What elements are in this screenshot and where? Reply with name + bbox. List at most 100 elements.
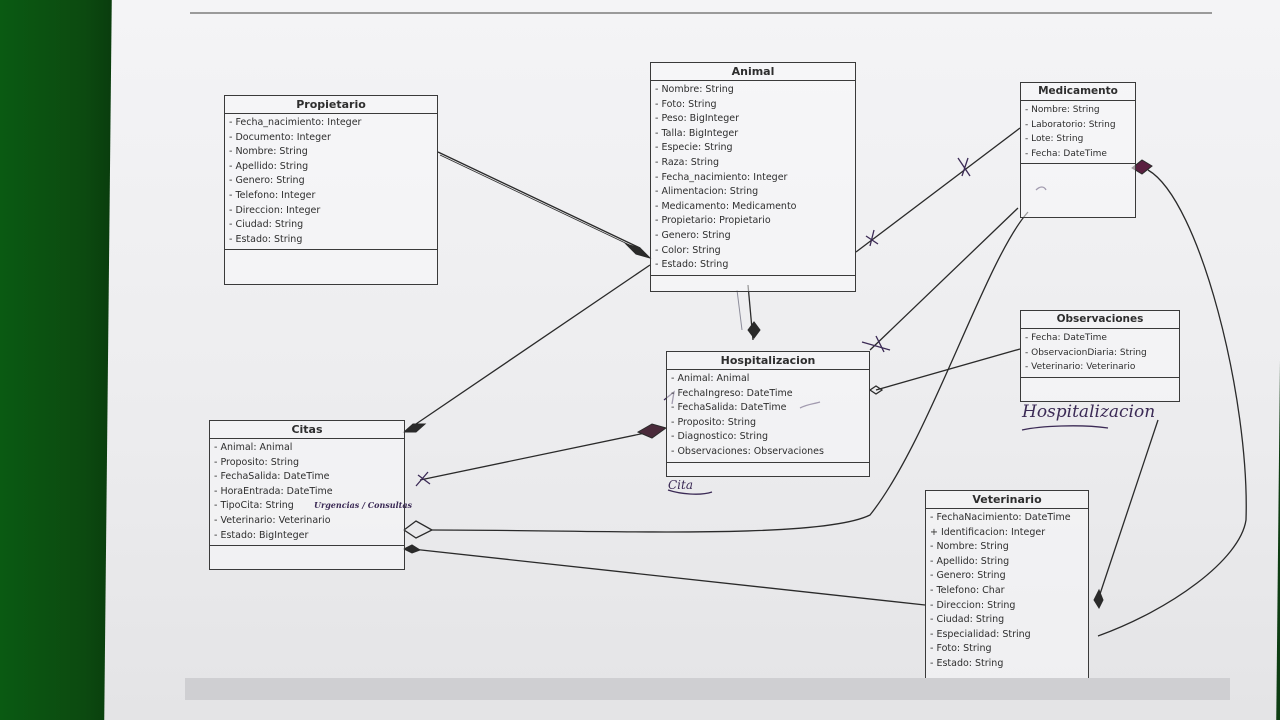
line-citas-veterinario bbox=[411, 548, 926, 606]
class-title: Animal bbox=[651, 63, 855, 81]
diamond-veterinario-observaciones bbox=[1093, 588, 1104, 610]
attribute: - Estado: String bbox=[229, 233, 303, 245]
diamond-hospitalizacion-citas bbox=[636, 423, 668, 439]
diamond-citas-animal bbox=[402, 423, 427, 433]
attribute: - Genero: String bbox=[229, 175, 305, 187]
attribute: - Estado: String bbox=[930, 657, 1004, 669]
attribute: - Raza: String bbox=[655, 156, 720, 168]
attribute: - Fecha: DateTime bbox=[1025, 148, 1107, 159]
handwritten-tipocita: Urgencias / Consultas bbox=[314, 500, 413, 510]
handwritten-hospitalizacion: Hospitalizacion bbox=[1022, 402, 1156, 422]
attribute-list: - Fecha_nacimiento: Integer - Documento:… bbox=[225, 114, 437, 251]
class-title: Observaciones bbox=[1021, 311, 1179, 329]
attribute: - FechaIngreso: DateTime bbox=[671, 387, 793, 399]
attribute: - Nombre: String bbox=[930, 541, 1009, 553]
attribute: - Ciudad: String bbox=[930, 614, 1005, 626]
operations-section bbox=[225, 250, 437, 272]
attribute: - Talla: BigInteger bbox=[655, 127, 739, 139]
attribute: + Identificacion: Integer bbox=[930, 526, 1046, 538]
line-hospitalizacion-medicamento bbox=[869, 207, 1019, 351]
attribute: - Veterinario: Veterinario bbox=[214, 514, 331, 526]
attribute: - Veterinario: Veterinario bbox=[1025, 362, 1136, 373]
class-citas: Citas - Animal: Animal - Proposito: Stri… bbox=[209, 420, 405, 570]
attribute: - Nombre: String bbox=[1025, 105, 1100, 115]
attribute: - FechaSalida: DateTime bbox=[214, 471, 330, 483]
attribute: - Alimentacion: String bbox=[655, 186, 759, 198]
diamond-medicamento-right bbox=[1131, 159, 1153, 175]
class-title: Propietario bbox=[225, 96, 437, 114]
operations-section bbox=[1021, 164, 1135, 210]
attribute-list: - Nombre: String - Laboratorio: String -… bbox=[1021, 101, 1135, 165]
attribute: - Color: String bbox=[655, 244, 721, 256]
line-veterinario-medicamento bbox=[1097, 169, 1247, 637]
attribute: - Animal: Animal bbox=[671, 373, 750, 384]
attribute: - Lote: String bbox=[1025, 134, 1084, 145]
attribute: - Fecha_nacimiento: Integer bbox=[655, 171, 788, 183]
paper-top-line bbox=[190, 12, 1212, 14]
attribute: - Peso: BigInteger bbox=[655, 113, 740, 125]
operations-section bbox=[1021, 378, 1179, 388]
operations-section bbox=[651, 276, 855, 286]
attribute: - FechaNacimiento: DateTime bbox=[930, 512, 1071, 523]
attribute: - HoraEntrada: DateTime bbox=[214, 485, 333, 497]
line-animal-citas bbox=[412, 264, 651, 427]
attribute: - Foto: String bbox=[655, 98, 717, 110]
attribute: - Direccion: String bbox=[930, 599, 1016, 611]
attribute-list: - Animal: Animal - FechaIngreso: DateTim… bbox=[667, 370, 869, 463]
attribute: - Proposito: String bbox=[671, 416, 757, 428]
line-propietario-animal bbox=[437, 151, 641, 249]
attribute: - Observaciones: Observaciones bbox=[671, 445, 824, 457]
attribute: - Estado: BigInteger bbox=[214, 529, 309, 541]
paper-bottom-shadow bbox=[185, 678, 1230, 700]
operations-section bbox=[667, 463, 869, 473]
attribute: - Animal: Animal bbox=[214, 442, 293, 453]
attribute: - Genero: String bbox=[930, 570, 1006, 582]
attribute: - Diagnostico: String bbox=[671, 431, 769, 443]
attribute: - Especialidad: String bbox=[930, 628, 1031, 640]
attribute-list: - Nombre: String - Foto: String - Peso: … bbox=[651, 81, 855, 276]
class-hospitalizacion: Hospitalizacion - Animal: Animal - Fecha… bbox=[666, 351, 870, 477]
diamond-observaciones-hollow bbox=[868, 385, 884, 395]
attribute: - Fecha_nacimiento: Integer bbox=[229, 117, 362, 128]
diamond-animal-propietario bbox=[624, 242, 652, 260]
class-medicamento: Medicamento - Nombre: String - Laborator… bbox=[1020, 82, 1136, 218]
attribute: - Telefono: Char bbox=[930, 584, 1005, 596]
attribute: - Proposito: String bbox=[214, 456, 300, 468]
attribute: - FechaSalida: DateTime bbox=[671, 402, 787, 414]
attribute: - Nombre: String bbox=[655, 84, 734, 95]
diamond-citas-medicamento-hollow bbox=[402, 520, 434, 539]
operations-section bbox=[210, 546, 404, 562]
class-animal: Animal - Nombre: String - Foto: String -… bbox=[650, 62, 856, 292]
class-veterinario: Veterinario - FechaNacimiento: DateTime … bbox=[925, 490, 1089, 678]
line-citas-medicamento bbox=[431, 211, 1029, 533]
attribute: - Medicamento: Medicamento bbox=[655, 200, 797, 212]
attribute: - Apellido: String bbox=[930, 555, 1010, 567]
attribute-list: - FechaNacimiento: DateTime + Identifica… bbox=[926, 509, 1088, 674]
attribute: - Nombre: String bbox=[229, 146, 308, 158]
attribute: - Estado: String bbox=[655, 259, 729, 271]
handwritten-cita: Cita bbox=[668, 478, 693, 492]
attribute: - Especie: String bbox=[655, 142, 733, 154]
class-propietario: Propietario - Fecha_nacimiento: Integer … bbox=[224, 95, 438, 285]
attribute: - Genero: String bbox=[655, 229, 731, 241]
class-title: Hospitalizacion bbox=[667, 352, 869, 370]
attribute: - Documento: Integer bbox=[229, 131, 331, 143]
attribute: - Fecha: DateTime bbox=[1025, 333, 1107, 343]
attribute: - Telefono: Integer bbox=[229, 189, 316, 201]
class-observaciones: Observaciones - Fecha: DateTime - Observ… bbox=[1020, 310, 1180, 402]
line-animal-medicamento bbox=[855, 127, 1021, 253]
attribute: - Apellido: String bbox=[229, 160, 309, 172]
diamond-citas-veterinario bbox=[402, 544, 422, 554]
class-title: Veterinario bbox=[926, 491, 1088, 509]
attribute: - Laboratorio: String bbox=[1025, 119, 1116, 130]
class-title: Citas bbox=[210, 421, 404, 439]
attribute: - Ciudad: String bbox=[229, 219, 304, 231]
attribute: - Foto: String bbox=[930, 643, 992, 655]
line-citas-hospitalizacion bbox=[419, 431, 651, 481]
class-title: Medicamento bbox=[1021, 83, 1135, 101]
attribute: - ObservacionDiaria: String bbox=[1025, 347, 1147, 358]
attribute-list: - Fecha: DateTime - ObservacionDiaria: S… bbox=[1021, 329, 1179, 378]
diamond-hospitalizacion-animal bbox=[747, 321, 761, 339]
attribute: - TipoCita: String bbox=[214, 500, 294, 512]
